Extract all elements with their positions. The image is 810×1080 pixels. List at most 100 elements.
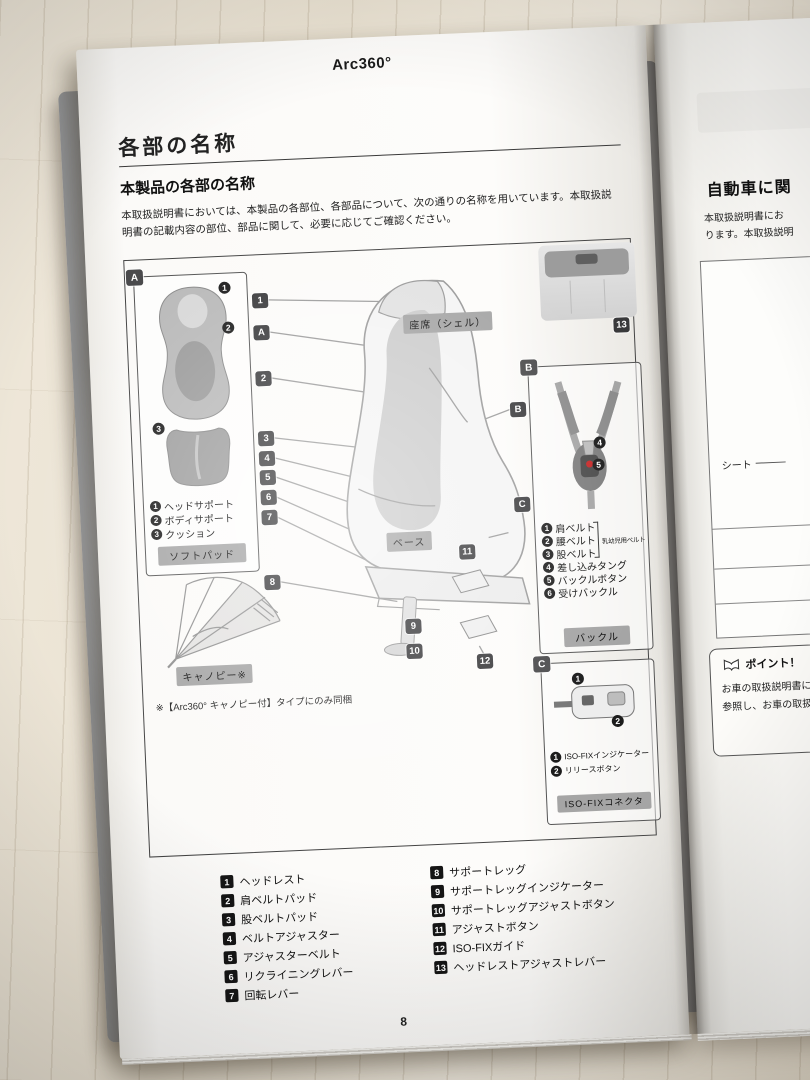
callout-10: 10 xyxy=(406,643,423,660)
part-number: 6 xyxy=(224,969,238,984)
circled-number: 4 xyxy=(542,561,555,574)
callout-c: C xyxy=(513,496,531,513)
callout-4: 4 xyxy=(258,450,276,467)
infant-belt-note: 乳幼児用ベルト xyxy=(601,536,646,546)
subsection-title: 本製品の各部の名称 xyxy=(119,175,256,199)
callout-11: 11 xyxy=(458,544,476,560)
base-label: ベース xyxy=(386,530,432,552)
isofix-item-label: リリースボタン xyxy=(564,763,621,775)
seat-diagram-drawing xyxy=(267,279,620,657)
circled-number: 3 xyxy=(150,528,163,540)
canopy-illustration xyxy=(167,576,281,669)
seat-pointer-label: シート xyxy=(721,459,753,473)
seat-pointer-line xyxy=(755,461,786,464)
part-number: 11 xyxy=(432,922,446,937)
open-book: Arc360° 各部の名称 本製品の各部の名称 本取扱説明書においては、本製品の… xyxy=(76,14,810,1060)
callout-5: 5 xyxy=(259,469,277,486)
right-page-body-line-2: ります。本取扱説明 xyxy=(704,226,794,242)
circled-number: 1 xyxy=(550,751,562,763)
callout-9: 9 xyxy=(405,618,422,635)
circled-number: 2 xyxy=(541,535,554,548)
circled-number: 5 xyxy=(543,574,555,587)
buckle-caption: バックル xyxy=(563,625,631,648)
part-label: ヘッドレスト xyxy=(239,873,306,889)
circled-number: 6 xyxy=(543,587,556,600)
circled-number: 2 xyxy=(150,514,162,526)
headrest-photo-thumbnail xyxy=(537,241,638,321)
seat-pointer: シート xyxy=(721,454,786,472)
right-page-body: 本取扱説明書にお ります。本取扱説明 xyxy=(704,207,794,245)
panel-a-marker: A xyxy=(125,269,144,287)
canopy-caption: キャノピー※ xyxy=(176,663,254,687)
brand-title: Arc360° xyxy=(331,54,392,74)
page-number: 8 xyxy=(400,1014,408,1029)
callout-a: A xyxy=(253,324,270,341)
softpad-item-label: クッション xyxy=(165,527,216,542)
part-number: 8 xyxy=(429,865,444,880)
point-line-2: 参照し、お車の取扱 xyxy=(722,698,810,714)
section-title: 各部の名称 xyxy=(117,132,239,161)
right-page-heading: 自動車に関 xyxy=(706,178,793,200)
circled-number: 1 xyxy=(149,500,162,512)
callout-2: 2 xyxy=(255,370,272,387)
table-rule xyxy=(712,520,810,530)
panel-b-marker: B xyxy=(519,359,538,376)
seat-seam xyxy=(603,279,606,313)
part-number: 2 xyxy=(220,893,235,908)
part-label: ISO-FIXガイド xyxy=(452,939,526,955)
softpad-illustration xyxy=(159,286,231,487)
callout-b: B xyxy=(509,401,527,418)
print-showthrough xyxy=(696,86,810,133)
callout-3: 3 xyxy=(257,430,275,447)
point-title: ポイント！ xyxy=(745,656,801,672)
softpad-caption: ソフトパッド xyxy=(157,543,247,566)
parts-diagram: 1 A 2 3 4 5 6 7 8 9 10 11 12 B C 13 座席（シ… xyxy=(123,237,662,858)
part-number: 12 xyxy=(433,941,447,956)
part-number: 5 xyxy=(223,950,238,965)
part-number: 13 xyxy=(434,960,448,975)
part-number: 9 xyxy=(430,884,445,899)
shell-label: 座席（シェル） xyxy=(402,311,493,334)
callout-8: 8 xyxy=(264,574,281,591)
vehicle-table: シート xyxy=(699,252,810,639)
part-label: ヘッドレストアジャストレバー xyxy=(453,955,607,974)
right-page: 自動車に関 本取扱説明書にお ります。本取扱説明 シート xyxy=(653,14,810,1034)
part-number: 4 xyxy=(222,931,237,946)
seat-seam xyxy=(569,280,572,314)
circled-number: 3 xyxy=(542,548,554,561)
circled-number: 1 xyxy=(541,522,553,535)
point-body: お車の取扱説明書に 参照し、お車の取扱 xyxy=(721,678,810,718)
callout-12: 12 xyxy=(476,653,494,670)
buckle-illustration xyxy=(554,380,622,510)
part-label: サポートレッグ xyxy=(448,863,527,879)
headrest-adjust-lever xyxy=(575,253,598,265)
part-label: アジャストボタン xyxy=(451,920,539,936)
table-rule xyxy=(714,560,810,570)
buckle-item-label: 受けバックル xyxy=(557,586,619,601)
callout-1: 1 xyxy=(251,292,269,309)
part-number: 3 xyxy=(221,912,236,927)
callout-13: 13 xyxy=(613,317,630,333)
panel-c-marker: C xyxy=(532,655,551,673)
isofix-caption: ISO-FIXコネクタ xyxy=(556,791,652,813)
part-number: 7 xyxy=(225,988,239,1003)
part-label: 回転レバー xyxy=(244,987,300,1003)
part-number: 1 xyxy=(220,874,234,889)
callout-6: 6 xyxy=(260,489,278,506)
point-callout: ポイント！ お車の取扱説明書に 参照し、お車の取扱 xyxy=(708,640,810,757)
part-number: 10 xyxy=(431,903,446,918)
part-label: 肩ベルトパッド xyxy=(240,891,318,908)
table-rule xyxy=(715,594,810,605)
